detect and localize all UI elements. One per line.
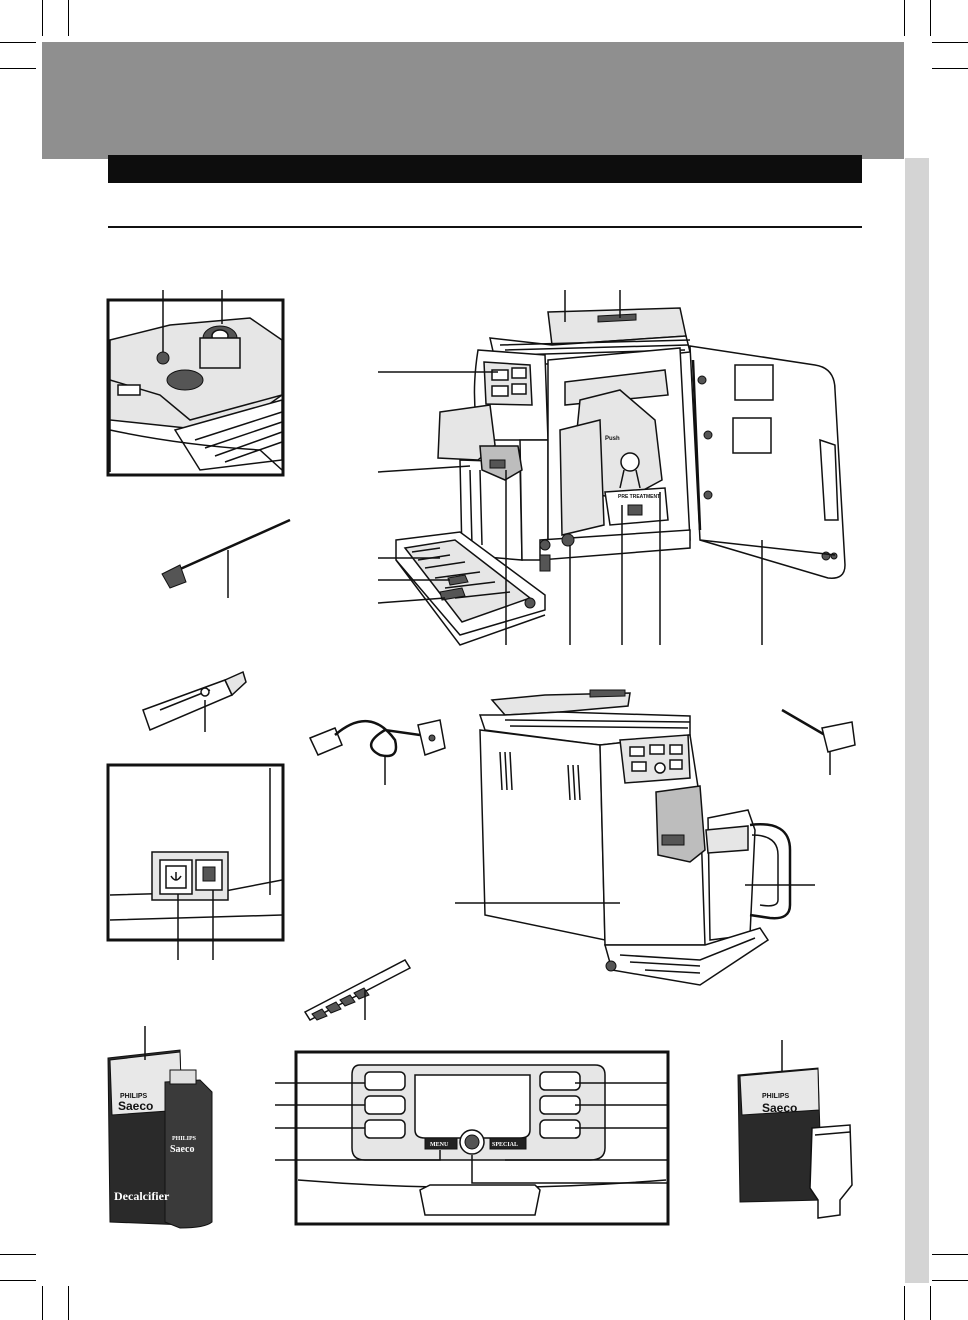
water-filter-product: PHILIPS Saeco xyxy=(737,1040,853,1219)
inset-top-view xyxy=(106,290,285,477)
crop-mark xyxy=(904,1286,905,1320)
crop-mark xyxy=(932,42,968,43)
knob-icon xyxy=(166,369,204,391)
grease-tube xyxy=(142,670,247,732)
crop-mark xyxy=(68,1286,69,1320)
side-tab xyxy=(905,158,929,1283)
header-band xyxy=(42,42,904,159)
philips-logo: PHILIPS xyxy=(120,1093,148,1100)
callout-lines-main xyxy=(377,290,763,645)
crop-mark xyxy=(932,1280,968,1281)
crop-mark xyxy=(0,1280,36,1281)
inset-power-switch xyxy=(106,763,285,960)
saeco-logo: Saeco xyxy=(118,1099,153,1113)
crop-mark xyxy=(932,68,968,69)
machine-with-carafe xyxy=(455,689,815,986)
crop-mark xyxy=(904,0,905,36)
crop-mark xyxy=(0,42,36,43)
crop-mark xyxy=(0,68,36,69)
crop-mark xyxy=(42,0,43,36)
latte-button xyxy=(539,1095,581,1115)
crop-mark xyxy=(0,1254,36,1255)
title-bar xyxy=(108,155,862,183)
milk-button xyxy=(539,1119,581,1139)
espresso-button xyxy=(364,1071,406,1091)
svg-text:Push: Push xyxy=(605,436,620,442)
crop-mark xyxy=(930,1286,931,1320)
control-panel-closeup: MENU SPECIAL xyxy=(275,1050,670,1226)
saeco-logo: Saeco xyxy=(170,1144,194,1155)
crop-mark xyxy=(932,1254,968,1255)
crop-mark xyxy=(42,1286,43,1320)
section-rule xyxy=(108,226,862,228)
test-strip xyxy=(303,959,412,1021)
cleaning-brush xyxy=(161,518,291,598)
aroma-button xyxy=(364,1119,406,1139)
power-cord xyxy=(308,719,446,785)
machine-open-door: Push PRE TREATMENT xyxy=(395,307,846,646)
special-label: SPECIAL xyxy=(492,1142,518,1148)
crop-mark xyxy=(930,0,931,36)
measuring-scoop xyxy=(781,708,856,775)
philips-logo: PHILIPS xyxy=(762,1093,790,1100)
decalcifier-label: Decalcifier xyxy=(114,1189,170,1203)
coffee-button xyxy=(364,1095,406,1115)
crop-mark xyxy=(68,0,69,36)
saeco-logo: Saeco xyxy=(762,1101,797,1115)
decalcifier-product: PHILIPS Saeco PHILIPS Saeco Decalcifier xyxy=(107,1026,213,1229)
service-door xyxy=(689,345,846,579)
pre-treatment-label: PRE TREATMENT xyxy=(618,494,660,500)
cappuccino-button xyxy=(539,1071,581,1091)
philips-logo: PHILIPS xyxy=(172,1136,197,1142)
menu-label: MENU xyxy=(430,1142,449,1148)
